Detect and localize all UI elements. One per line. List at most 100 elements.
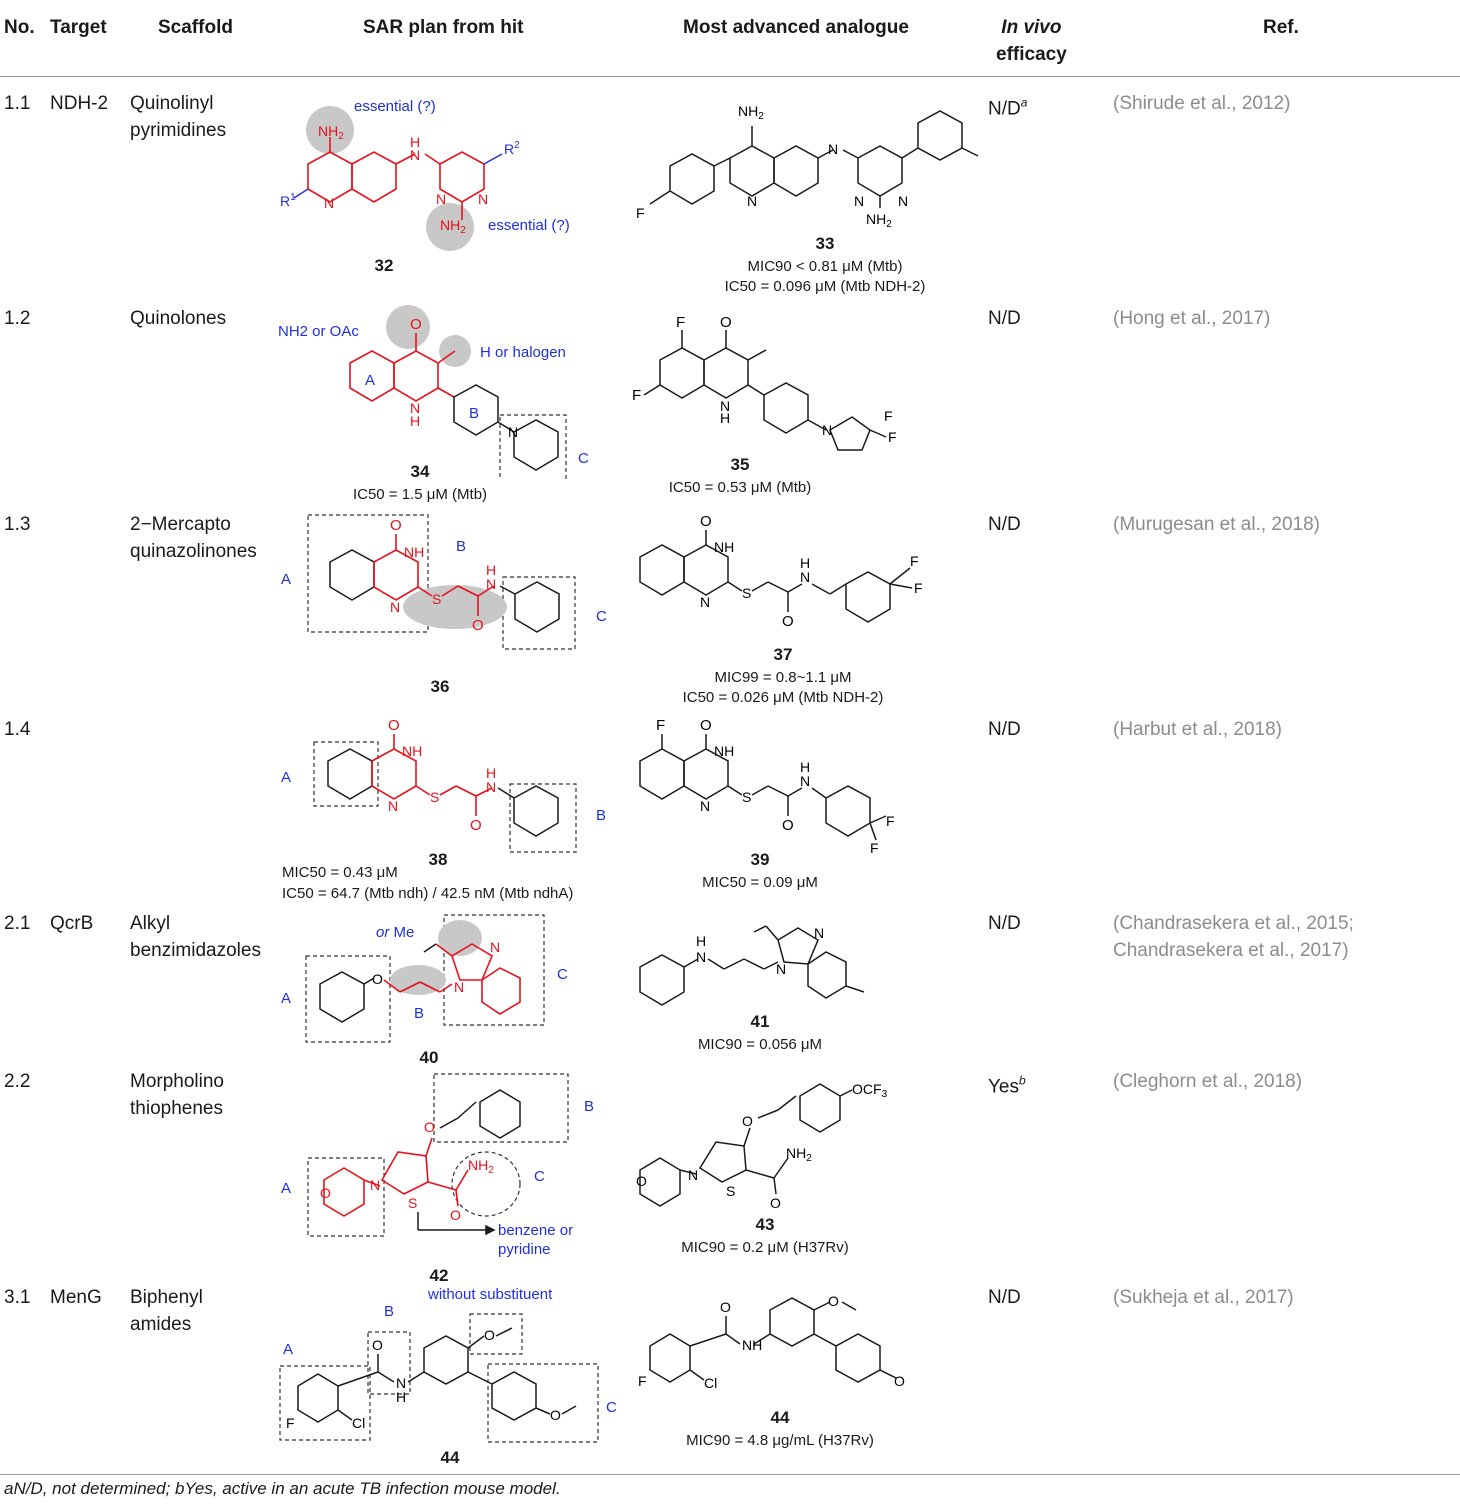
structure-40: O N N bbox=[305, 914, 545, 1043]
row-invivo: N/D bbox=[988, 719, 1021, 740]
table-bottom-rule bbox=[0, 1474, 1460, 1475]
label-or: or bbox=[376, 924, 390, 941]
svg-text:N: N bbox=[454, 979, 464, 995]
row-ref[interactable]: (Shirude et al., 2012) bbox=[1113, 93, 1291, 114]
header-ref: Ref. bbox=[1263, 17, 1299, 38]
hit-label: H or halogen bbox=[480, 344, 566, 361]
row-ref[interactable]: (Hong et al., 2017) bbox=[1113, 308, 1271, 329]
ring-label-c: C bbox=[534, 1168, 545, 1185]
header-analogue: Most advanced analogue bbox=[683, 17, 909, 38]
row-target: NDH-2 bbox=[50, 93, 109, 114]
label-benzene: benzene or bbox=[498, 1222, 574, 1239]
activity-text: IC50 = 0.026 μM (Mtb NDH-2) bbox=[682, 689, 884, 706]
svg-text:F: F bbox=[676, 314, 685, 331]
svg-text:H: H bbox=[396, 1389, 406, 1405]
svg-text:N: N bbox=[688, 1167, 698, 1183]
ring-label-a: A bbox=[365, 372, 376, 389]
advanced-compound-label: 37 MIC99 = 0.8~1.1 μM IC50 = 0.026 μM (M… bbox=[668, 645, 898, 708]
svg-text:S: S bbox=[742, 585, 751, 601]
structure-36: O NH N S O H N bbox=[307, 514, 576, 650]
structure-35: F O N H N F F F bbox=[632, 314, 897, 451]
svg-text:O: O bbox=[484, 1327, 495, 1343]
row-invivo: N/D bbox=[988, 514, 1021, 535]
svg-text:F: F bbox=[888, 429, 897, 445]
header-scaffold: Scaffold bbox=[158, 17, 233, 38]
svg-text:N: N bbox=[388, 798, 398, 814]
structure-43: O N O S O NH2 OCF3 bbox=[636, 1081, 888, 1211]
scaffold-line1: Quinolinyl bbox=[130, 93, 214, 114]
activity-text: IC50 = 64.7 (Mtb ndh) / 42.5 nM (Mtb ndh… bbox=[282, 885, 574, 902]
svg-text:O: O bbox=[894, 1373, 905, 1389]
footnote: aN/D, not determined; bYes, active in an… bbox=[4, 1479, 561, 1498]
row-target: MenG bbox=[50, 1287, 102, 1308]
svg-text:NH: NH bbox=[714, 743, 734, 759]
svg-text:H: H bbox=[800, 555, 810, 571]
svg-text:NH2: NH2 bbox=[866, 211, 892, 230]
row-no: 1.1 bbox=[4, 93, 31, 114]
ring-label-b: B bbox=[414, 1005, 425, 1022]
activity-text: MIC50 = 0.09 μM bbox=[702, 874, 818, 891]
svg-text:Cl: Cl bbox=[352, 1415, 365, 1431]
row-scaffold: Alkyl benzimidazoles bbox=[130, 910, 261, 964]
row-ref[interactable]: (Cleghorn et al., 2018) bbox=[1113, 1071, 1303, 1092]
row-target: QcrB bbox=[50, 913, 94, 934]
row-no: 1.4 bbox=[4, 719, 31, 740]
row-invivo: Yesb bbox=[988, 1074, 1026, 1098]
row-no: 2.2 bbox=[4, 1071, 31, 1092]
svg-text:H: H bbox=[486, 562, 496, 578]
hit-label: NH2 or OAc bbox=[278, 323, 359, 340]
row-invivo: N/D bbox=[988, 308, 1021, 329]
svg-text:N: N bbox=[700, 798, 710, 814]
svg-text:F: F bbox=[286, 1415, 295, 1431]
svg-text:O: O bbox=[410, 316, 422, 333]
svg-text:N: N bbox=[410, 147, 420, 163]
hit-compound-label: 40 bbox=[389, 1048, 469, 1071]
svg-text:O: O bbox=[372, 1337, 383, 1353]
scaffold-line2: thiophenes bbox=[130, 1098, 223, 1119]
svg-text:S: S bbox=[742, 789, 751, 805]
header-rule bbox=[0, 76, 1460, 77]
hit-compound-label: 38 bbox=[398, 850, 478, 873]
activity-text: IC50 = 0.53 μM (Mtb) bbox=[668, 479, 812, 496]
advanced-compound-label: 39 MIC50 = 0.09 μM bbox=[680, 850, 840, 893]
hit-compound-label: 44 bbox=[410, 1448, 490, 1471]
activity-text: MIC90 = 0.056 μM bbox=[697, 1036, 823, 1053]
row-invivo: N/D bbox=[988, 1287, 1021, 1308]
activity-text: MIC90 < 0.81 μM (Mtb) bbox=[747, 258, 903, 275]
row-ref[interactable]: (Harbut et al., 2018) bbox=[1113, 719, 1282, 740]
svg-text:NH2: NH2 bbox=[318, 123, 344, 142]
svg-text:H: H bbox=[696, 933, 706, 949]
svg-text:O: O bbox=[388, 717, 400, 734]
svg-text:N: N bbox=[486, 576, 496, 592]
row-scaffold: 2−Mercapto quinazolinones bbox=[130, 511, 257, 565]
svg-text:N: N bbox=[700, 594, 710, 610]
svg-text:F: F bbox=[914, 580, 923, 596]
structure-37: O NH N S O N H F F bbox=[639, 513, 923, 630]
svg-text:N: N bbox=[776, 961, 786, 977]
svg-text:N: N bbox=[747, 193, 757, 209]
row-ref[interactable]: (Chandrasekera et al., 2015; Chandraseke… bbox=[1113, 910, 1354, 964]
ref-line1[interactable]: (Chandrasekera et al., 2015; bbox=[1113, 913, 1354, 934]
svg-text:NH2: NH2 bbox=[786, 1145, 812, 1164]
ring-label-b: B bbox=[456, 538, 467, 555]
compound-number: 36 bbox=[430, 677, 450, 696]
svg-text:O: O bbox=[472, 617, 484, 634]
hit-compound-label: 34 IC50 = 1.5 μM (Mtb) bbox=[320, 462, 520, 505]
ref-line2[interactable]: Chandrasekera et al., 2017) bbox=[1113, 940, 1349, 961]
label-pyridine: pyridine bbox=[498, 1241, 551, 1258]
structure-39: F O NH N S O N H F F bbox=[639, 717, 895, 856]
scaffold-line1: Biphenyl bbox=[130, 1287, 203, 1308]
compound-number: 35 bbox=[730, 455, 750, 474]
svg-text:NH: NH bbox=[714, 539, 734, 555]
row-ref[interactable]: (Murugesan et al., 2018) bbox=[1113, 514, 1321, 535]
structure-34: O N H N bbox=[349, 305, 567, 480]
ring-label-b: B bbox=[584, 1098, 595, 1115]
svg-text:O: O bbox=[390, 517, 402, 534]
svg-text:O: O bbox=[742, 1113, 753, 1129]
row-ref[interactable]: (Sukheja et al., 2017) bbox=[1113, 1287, 1294, 1308]
ring-label-a: A bbox=[281, 571, 292, 588]
advanced-compound-label: 43 MIC90 = 0.2 μM (H37Rv) bbox=[660, 1215, 870, 1258]
svg-text:N: N bbox=[324, 195, 334, 211]
svg-text:NH2: NH2 bbox=[440, 217, 466, 236]
compound-number: 38 bbox=[428, 850, 448, 869]
